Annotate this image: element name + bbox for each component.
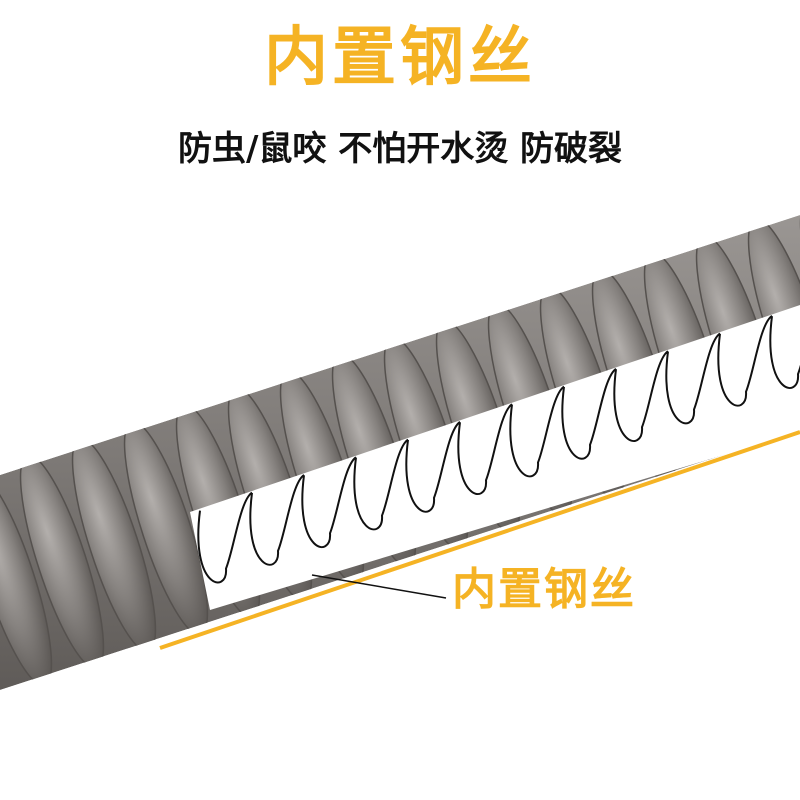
- callout-pointer: [311, 574, 447, 599]
- cutaway-window: [190, 305, 800, 610]
- accent-line: [159, 430, 800, 650]
- callout-label: 内置钢丝: [452, 564, 636, 615]
- feature-subtitle: 防虫/鼠咬 不怕开水烫 防破裂: [177, 129, 623, 169]
- steel-wire-coil: [197, 314, 800, 584]
- wire-loop: [197, 314, 800, 584]
- headline: 内置钢丝: [264, 21, 536, 95]
